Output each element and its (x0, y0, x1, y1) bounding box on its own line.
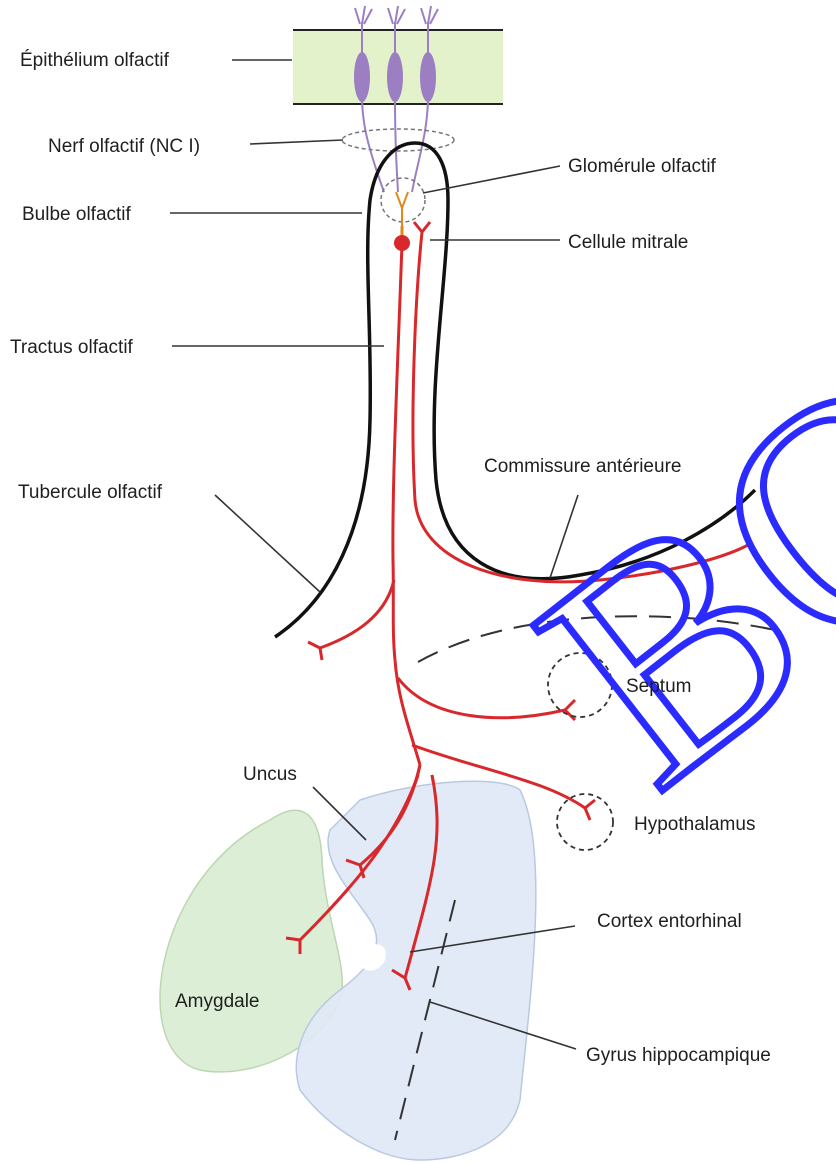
label-olfactory-tubercle: Tubercule olfactif (18, 482, 163, 503)
mitral-cell-body (394, 235, 410, 251)
label-uncus: Uncus (243, 764, 297, 785)
receptor-cell-body-2 (387, 52, 403, 102)
glomerulus-dendrites (396, 192, 408, 226)
label-epithelium: Épithélium olfactif (20, 50, 170, 71)
receptor-cell-body-3 (420, 52, 436, 102)
label-hippocampal-gyrus: Gyrus hippocampique (586, 1045, 771, 1066)
label-anterior-commissure: Commissure antérieure (484, 456, 681, 477)
hypothalamus-circle (557, 794, 613, 850)
label-olfactory-nerve: Nerf olfactif (NC I) (48, 136, 200, 157)
label-glomerule: Glomérule olfactif (568, 156, 717, 177)
label-olfactory-tract: Tractus olfactif (10, 337, 134, 358)
receptor-cell-body-1 (354, 52, 370, 102)
label-mitral-cell: Cellule mitrale (568, 232, 688, 253)
label-hypothalamus: Hypothalamus (634, 814, 755, 835)
label-olfactory-bulb: Bulbe olfactif (22, 204, 132, 225)
label-entorhinal-cortex: Cortex entorhinal (597, 911, 742, 932)
label-amygdala: Amygdale (175, 991, 260, 1012)
label-septum: Septum (626, 676, 691, 697)
watermark-text: BO (480, 299, 836, 852)
